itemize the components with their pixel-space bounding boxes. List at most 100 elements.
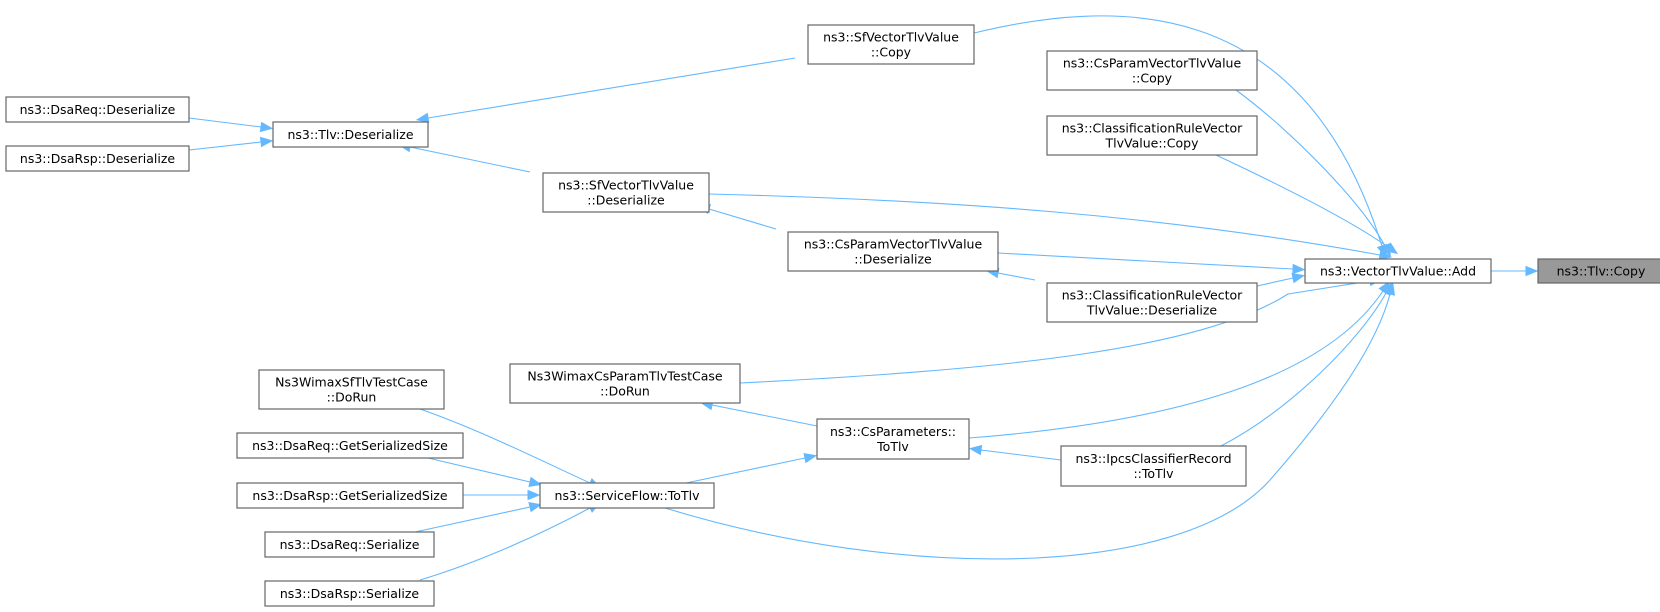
node-label-line: ns3::SfVectorTlvValue — [823, 30, 959, 45]
node-box — [816, 418, 970, 460]
node-crv-deser[interactable]: ns3::ClassificationRuleVectorTlvValue::D… — [1046, 282, 1258, 323]
node-label-line: TlvValue::Deserialize — [1086, 303, 1218, 318]
node-box — [258, 369, 445, 410]
node-cstest-dorun[interactable]: Ns3WimaxCsParamTlvTestCase::DoRun — [509, 363, 741, 404]
edge-dsarsp-deser-to-tlv-deser — [188, 136, 274, 151]
edge-line — [711, 404, 818, 427]
node-box — [1046, 115, 1258, 156]
node-label-line: ns3::CsParamVectorTlvValue — [804, 237, 983, 252]
edge-sfv-deser-to-vtv-add — [708, 193, 1393, 261]
node-box — [236, 432, 464, 459]
node-box — [1046, 282, 1258, 323]
arrowhead — [968, 444, 983, 456]
arrowhead — [1384, 242, 1399, 255]
node-sflow-totlv[interactable]: ns3::ServiceFlow::ToTlv — [539, 482, 715, 509]
edge-vtv-add-to-tlv-copy — [1491, 265, 1539, 277]
arrowhead — [415, 112, 430, 124]
node-label-line: ns3::SfVectorTlvValue — [558, 178, 694, 193]
edge-cspv-deser-to-vtv-add — [997, 252, 1306, 275]
node-label-line: ns3::DsaRsp::Deserialize — [20, 151, 175, 166]
edge-line — [427, 57, 796, 119]
edge-dsareq-ser-to-sflow-totlv — [414, 501, 542, 533]
arrowhead — [803, 452, 818, 464]
node-box — [1537, 258, 1660, 284]
node-label-line: TlvValue::Copy — [1105, 136, 1200, 151]
node-label-line: ::DoRun — [327, 390, 377, 405]
edge-line — [1256, 277, 1294, 287]
arrowhead — [259, 121, 274, 133]
node-label-line: ns3::ClassificationRuleVector — [1062, 121, 1243, 136]
node-box — [236, 482, 464, 509]
node-label-line: ::Copy — [871, 45, 912, 60]
edge-line — [188, 141, 262, 151]
edge-line — [997, 272, 1036, 281]
edge-dsarsp-ser-to-sflow-totlv — [419, 502, 601, 581]
node-label-line: ns3::ServiceFlow::ToTlv — [555, 488, 701, 503]
edge-line — [708, 193, 1381, 256]
edge-line — [409, 146, 531, 173]
edge-cspv-copy-to-vtv-add — [1235, 89, 1391, 257]
edge-sflow-totlv-to-csparams-totlv — [685, 452, 818, 484]
arrowhead — [1384, 282, 1395, 296]
edge-line — [980, 449, 1062, 461]
node-vtv-add[interactable]: ns3::VectorTlvValue::Add — [1304, 258, 1492, 284]
node-box — [542, 172, 710, 213]
arrowhead — [527, 489, 541, 501]
node-box — [264, 531, 435, 558]
edge-dsareq-deser-to-tlv-deser — [188, 117, 274, 133]
node-cspv-copy[interactable]: ns3::CsParamVectorTlvValue::Copy — [1046, 50, 1258, 91]
arrowhead — [528, 501, 542, 513]
edge-line — [997, 252, 1294, 270]
node-label-line: Ns3WimaxCsParamTlvTestCase — [527, 369, 722, 384]
edge-dsareq-size-to-sflow-totlv — [427, 457, 542, 488]
node-box — [509, 363, 741, 404]
node-crv-copy[interactable]: ns3::ClassificationRuleVectorTlvValue::C… — [1046, 115, 1258, 156]
node-box — [5, 145, 190, 172]
node-sfv-deser[interactable]: ns3::SfVectorTlvValue::Deserialize — [542, 172, 710, 213]
node-tlv-deser[interactable]: ns3::Tlv::Deserialize — [272, 121, 429, 148]
edge-line — [427, 457, 531, 483]
edge-sfv-copy-to-tlv-deser — [415, 57, 796, 124]
node-label-line: ns3::DsaRsp::GetSerializedSize — [252, 488, 447, 503]
node-label-line: ns3::VectorTlvValue::Add — [1320, 264, 1476, 279]
arrowhead — [1291, 272, 1305, 284]
node-box — [1304, 258, 1492, 284]
node-dsareq-ser[interactable]: ns3::DsaReq::Serialize — [264, 531, 435, 558]
edge-cspv-deser-to-sfv-deser — [697, 204, 777, 230]
edge-csparams-totlv-to-cstest-dorun — [699, 399, 818, 427]
node-label-line: ns3::DsaReq::GetSerializedSize — [252, 438, 448, 453]
node-cspv-deser[interactable]: ns3::CsParamVectorTlvValue::Deserialize — [787, 231, 999, 272]
node-sftest-dorun[interactable]: Ns3WimaxSfTlvTestCase::DoRun — [258, 369, 445, 410]
node-tlv-copy[interactable]: ns3::Tlv::Copy — [1537, 258, 1660, 284]
arrowhead — [1378, 249, 1393, 261]
node-label-line: ns3::DsaReq::Serialize — [280, 537, 420, 552]
node-label-line: ns3::CsParamVectorTlvValue — [1063, 56, 1242, 71]
node-box — [539, 482, 715, 509]
node-csparams-totlv[interactable]: ns3::CsParameters::ToTlv — [816, 418, 970, 460]
node-label-line: Ns3WimaxSfTlvTestCase — [275, 375, 428, 390]
node-dsarsp-size[interactable]: ns3::DsaRsp::GetSerializedSize — [236, 482, 464, 509]
node-label-line: ns3::DsaRsp::Serialize — [280, 586, 420, 601]
arrowhead — [528, 476, 542, 488]
edge-line — [1215, 154, 1389, 248]
node-label-line: ::Deserialize — [587, 193, 665, 208]
node-label-line: ns3::Tlv::Deserialize — [287, 127, 413, 142]
node-sfv-copy[interactable]: ns3::SfVectorTlvValue::Copy — [807, 24, 975, 65]
node-box — [5, 96, 190, 123]
node-box — [1046, 50, 1258, 91]
node-label-line: ::DoRun — [600, 384, 650, 399]
node-ipcs-totlv[interactable]: ns3::IpcsClassifierRecord::ToTlv — [1060, 445, 1247, 487]
edge-sflow-totlv-to-vtv-add — [664, 282, 1395, 560]
node-label-line: ns3::DsaReq::Deserialize — [20, 102, 176, 117]
arrowhead — [1525, 265, 1539, 277]
node-dsarsp-ser[interactable]: ns3::DsaRsp::Serialize — [264, 580, 435, 607]
node-dsareq-size[interactable]: ns3::DsaReq::GetSerializedSize — [236, 432, 464, 459]
node-dsareq-deser[interactable]: ns3::DsaReq::Deserialize — [5, 96, 190, 123]
node-label-line: ::ToTlv — [1133, 466, 1174, 481]
arrowhead — [259, 136, 274, 148]
node-box — [272, 121, 429, 148]
edge-line — [708, 208, 777, 230]
node-dsarsp-deser[interactable]: ns3::DsaRsp::Deserialize — [5, 145, 190, 172]
node-label-line: ns3::ClassificationRuleVector — [1062, 288, 1243, 303]
